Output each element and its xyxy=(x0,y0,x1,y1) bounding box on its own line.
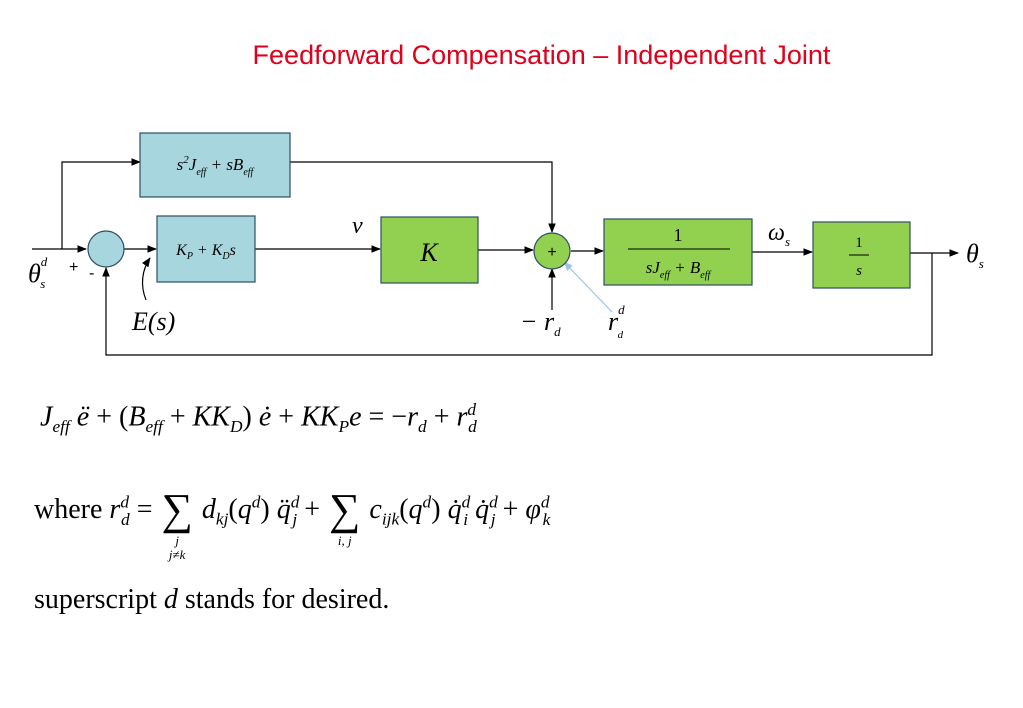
signal-v-label: v xyxy=(352,213,363,239)
pd-controller-label: KP + KDs xyxy=(175,242,236,262)
signal-wires xyxy=(32,158,959,356)
integrator-denominator: s xyxy=(856,263,862,279)
gain-block-label: K xyxy=(419,238,439,267)
plant-denominator: sJeff + Beff xyxy=(646,258,712,281)
gain-block xyxy=(380,216,479,284)
error-summing-junction xyxy=(87,230,125,268)
feedforward-block-label: s2Jeff + sBeff xyxy=(177,154,255,178)
pd-controller-block xyxy=(156,215,256,283)
sum-plus-sign: + xyxy=(69,259,78,276)
junction-plus-sign: + xyxy=(547,244,556,261)
disturbance-label: − rd xyxy=(520,307,561,339)
footer-note: superscript d stands for desired. xyxy=(34,584,390,615)
block-diagram: + s2Jeff + sBeff KP + KDs K 1 sJeff + Be… xyxy=(28,132,984,356)
closed-loop-equation: Jeff ë + (Beff + KKD) ė + KKPe = −rd + r… xyxy=(40,400,477,436)
where-word: where xyxy=(34,494,103,525)
ff-torque-pointer xyxy=(563,261,613,313)
signal-omega-label: ωs xyxy=(768,220,790,249)
plant-numerator: 1 xyxy=(674,225,683,245)
torque-summing-junction xyxy=(533,232,571,270)
feedforward-block xyxy=(139,132,291,198)
error-label: E(s) xyxy=(131,307,175,336)
sum-minus-sign: - xyxy=(89,265,94,282)
plant-block xyxy=(603,218,753,286)
sum-over-ij-symbol: ∑i, j xyxy=(329,485,361,548)
output-theta-label: θs xyxy=(966,239,984,271)
integrator-numerator: 1 xyxy=(855,235,863,251)
slide-title: Feedforward Compensation – Independent J… xyxy=(252,40,831,70)
